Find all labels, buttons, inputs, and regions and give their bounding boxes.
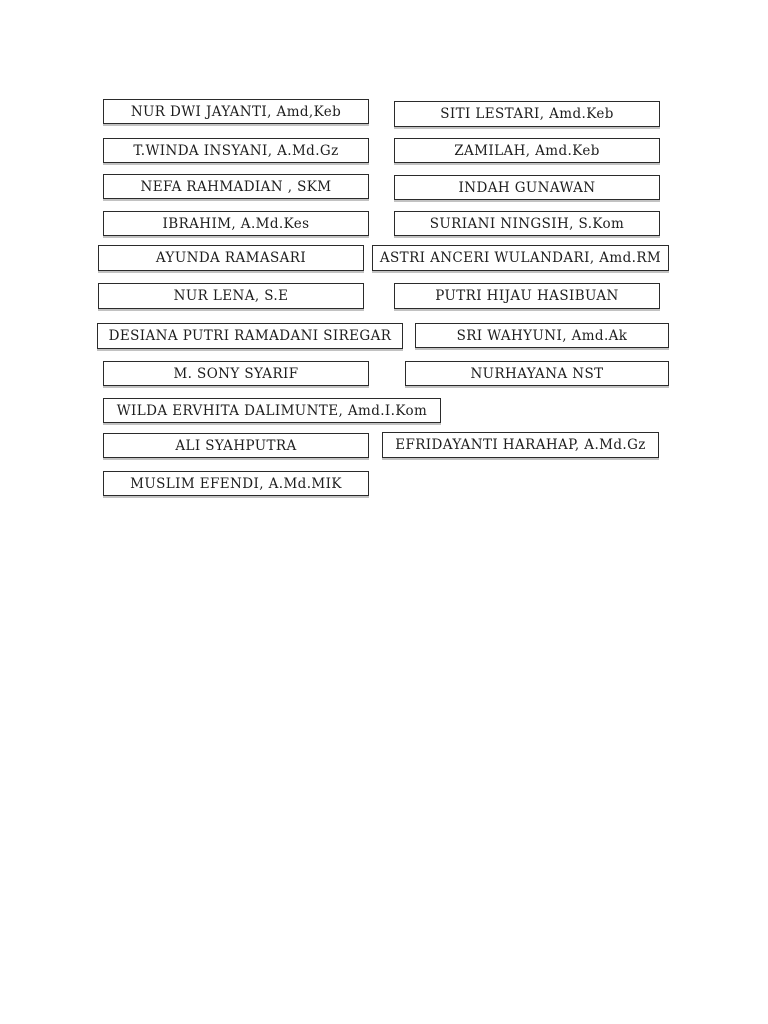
- name-box: IBRAHIM, A.Md.Kes: [103, 211, 369, 236]
- name-box: SURIANI NINGSIH, S.Kom: [394, 211, 660, 236]
- name-box: NUR LENA, S.E: [98, 283, 364, 309]
- name-box: ASTRI ANCERI WULANDARI, Amd.RM: [372, 245, 669, 271]
- name-box: INDAH GUNAWAN: [394, 175, 660, 200]
- name-box: PUTRI HIJAU HASIBUAN: [394, 283, 660, 309]
- name-box: SRI WAHYUNI, Amd.Ak: [415, 323, 669, 348]
- name-box: NEFA RAHMADIAN , SKM: [103, 174, 369, 199]
- name-box: EFRIDAYANTI HARAHAP, A.Md.Gz: [382, 432, 659, 458]
- name-box: T.WINDA INSYANI, A.Md.Gz: [103, 138, 369, 163]
- name-box: SITI LESTARI, Amd.Keb: [394, 101, 660, 127]
- name-box: MUSLIM EFENDI, A.Md.MIK: [103, 471, 369, 496]
- name-box: AYUNDA RAMASARI: [98, 245, 364, 271]
- name-box: NURHAYANA NST: [405, 361, 669, 386]
- name-box: WILDA ERVHITA DALIMUNTE, Amd.I.Kom: [103, 398, 441, 423]
- name-box: M. SONY SYARIF: [103, 361, 369, 386]
- name-box: NUR DWI JAYANTI, Amd,Keb: [103, 99, 369, 124]
- name-box: ZAMILAH, Amd.Keb: [394, 138, 660, 163]
- name-box: DESIANA PUTRI RAMADANI SIREGAR: [97, 323, 403, 349]
- name-box: ALI SYAHPUTRA: [103, 433, 369, 458]
